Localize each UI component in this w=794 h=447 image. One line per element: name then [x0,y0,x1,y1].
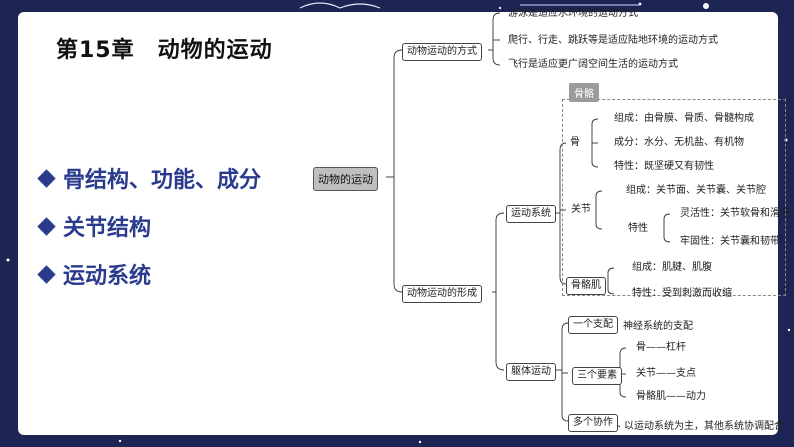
bullet-label: 运动系统 [63,264,152,289]
bone-item-2: 成分：水分、无机盐、有机物 [614,137,744,148]
page-title: 第15章 动物的运动 [56,38,273,63]
mindmap-root: 动物的运动 [313,167,378,191]
bullet-label: 关节结构 [63,216,152,241]
bullet-item-2: 关节结构 [37,210,152,242]
joint-composition: 组成：关节面、关节囊、关节腔 [626,185,766,196]
branch-movement-modes: 动物运动的方式 [402,43,482,61]
muscle-item-2: 特性：受到刺激而收缩 [632,288,732,299]
skeleton-group-frame [562,99,786,296]
mode-item-1: 游泳是适应水环境的运动方式 [508,8,638,19]
element-item-3: 骨骼肌——动力 [636,391,706,402]
skeletal-muscle-node: 骨骼肌 [566,277,606,295]
multi-coop-node: 多个协作 [568,414,618,432]
body-movement-node: 躯体运动 [506,363,556,381]
bone-item-1: 组成：由骨膜、骨质、骨髓构成 [614,113,754,124]
mode-item-3: 飞行是适应更广阔空间生活的运动方式 [508,59,678,70]
mode-item-2: 爬行、行走、跳跃等是适应陆地环境的运动方式 [508,35,718,46]
multi-coop-item: 以运动系统为主，其他系统协调配合 [624,421,784,432]
joint-characteristic: 特性 [628,223,648,234]
joint-char-item-2: 牢固性：关节囊和韧带 [680,236,780,247]
bone-node: 骨 [570,137,580,148]
bullet-label: 骨结构、功能、成分 [63,168,262,193]
bullet-item-1: 骨结构、功能、成分 [37,162,262,194]
bullet-item-3: 运动系统 [37,258,152,290]
one-control-item: 神经系统的支配 [623,321,693,332]
skeleton-label: 骨骼 [569,83,599,102]
muscle-item-1: 组成：肌腱、肌腹 [632,262,712,273]
bone-item-3: 特性：既坚硬又有韧性 [614,161,714,172]
joint-node: 关节 [571,204,591,215]
three-elements-node: 三个要素 [572,367,622,385]
element-item-2: 关节——支点 [636,368,696,379]
content-panel [18,12,778,435]
element-item-1: 骨——杠杆 [636,342,686,353]
joint-char-item-1: 灵活性：关节软骨和滑液 [680,208,790,219]
one-control-node: 一个支配 [568,316,618,334]
branch-movement-formation: 动物运动的形成 [402,285,482,303]
motor-system-node: 运动系统 [506,205,556,223]
